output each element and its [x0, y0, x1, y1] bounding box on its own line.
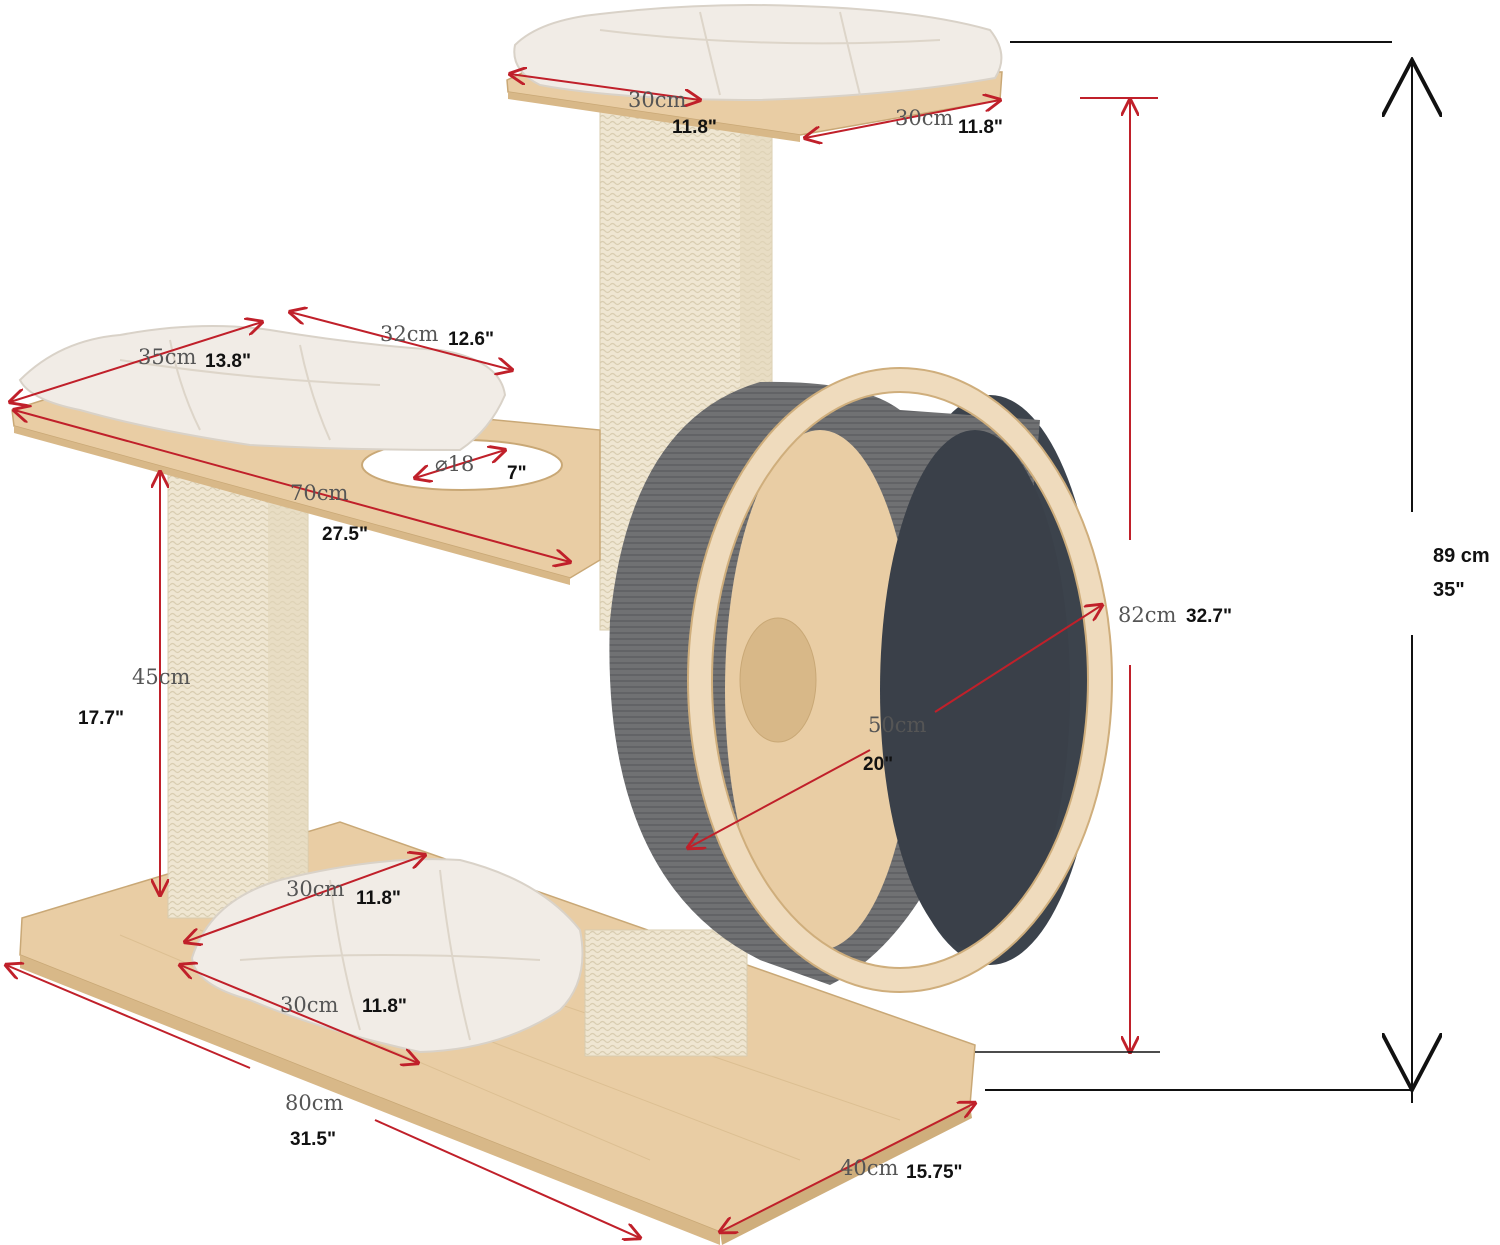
top-width-in: 11.8"	[672, 117, 717, 138]
base-length-arrow-a	[6, 965, 251, 1069]
top-depth-arrow	[805, 100, 1000, 138]
wheel-dia-arrow-b	[934, 605, 1102, 713]
base-cushion-depth-cm: 30cm	[280, 993, 338, 1017]
wheel-dia-arrow-a	[688, 749, 871, 848]
mid-cushion-width-arrow	[290, 312, 512, 370]
running-wheel	[609, 367, 1113, 993]
hole-in: 7"	[507, 463, 527, 484]
wheel-dia-in: 20"	[863, 754, 893, 775]
mid-platform-arrow	[14, 410, 570, 562]
dimension-labels: 30cm 11.8" 30cm 11.8" 32cm 12.6" 35cm 13…	[78, 88, 1490, 1183]
wheel-height-cm: 82cm	[1118, 603, 1176, 627]
left-sisal-post	[167, 467, 309, 919]
total-height-cm: 89 cm	[1433, 545, 1490, 567]
top-width-cm: 30cm	[628, 88, 686, 112]
base-length-cm: 80cm	[285, 1091, 343, 1115]
base-cushion-width-in: 11.8"	[356, 888, 401, 909]
base-cushion-depth-arrow	[180, 965, 418, 1063]
front-sisal-post	[584, 929, 748, 1057]
base-cushion-depth-in: 11.8"	[362, 996, 407, 1017]
top-depth-in: 11.8"	[958, 117, 1003, 138]
mid-platform-in: 27.5"	[322, 524, 368, 545]
mid-cushion-depth-in: 13.8"	[205, 351, 251, 372]
top-width-arrow	[510, 74, 700, 100]
mid-cushion-width-cm: 32cm	[380, 322, 438, 346]
wheel-dia-cm: 50cm	[868, 713, 926, 737]
wheel-height-in: 32.7"	[1186, 606, 1232, 627]
total-height-in: 35"	[1433, 579, 1465, 601]
top-depth-cm: 30cm	[895, 106, 953, 130]
base-depth-arrow	[720, 1103, 975, 1232]
top-cushion	[513, 4, 1003, 102]
hole-cm: ⌀18	[435, 452, 474, 476]
base-cushion-width-cm: 30cm	[286, 877, 344, 901]
mid-cushion-width-in: 12.6"	[448, 329, 494, 350]
mid-platform-cm: 70cm	[290, 481, 348, 505]
mid-cushion-depth-arrow	[10, 322, 262, 402]
total-height-line	[985, 41, 1412, 1103]
base-length-arrow-b	[374, 1119, 640, 1238]
mid-cushion-depth-cm: 35cm	[138, 345, 196, 369]
base-cushion-width-arrow	[185, 855, 425, 942]
base-depth-in: 15.75"	[906, 1162, 963, 1183]
post-height-cm: 45cm	[132, 665, 190, 689]
base-length-in: 31.5"	[290, 1129, 336, 1150]
post-height-in: 17.7"	[78, 708, 124, 729]
base-depth-cm: 40cm	[840, 1156, 898, 1180]
dimension-lines	[6, 74, 1160, 1238]
